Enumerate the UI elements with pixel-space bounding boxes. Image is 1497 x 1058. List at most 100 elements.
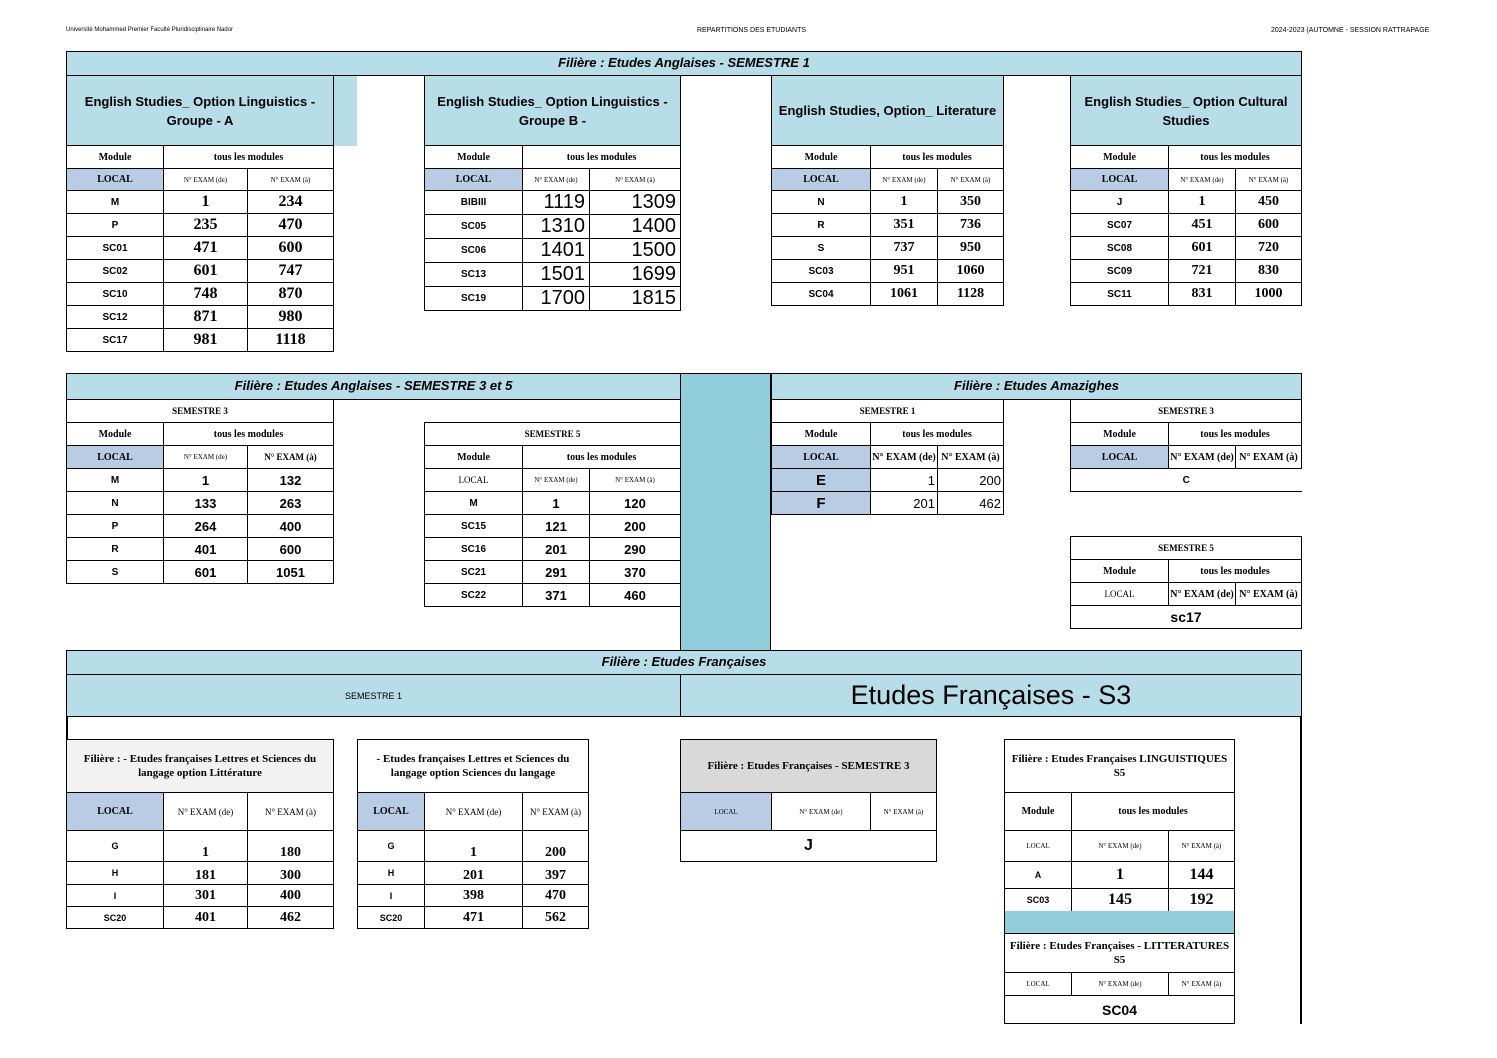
exam-to-label: N° EXAM (à) <box>937 445 1004 469</box>
table-cell: 235 <box>163 213 248 237</box>
table-cell: 1699 <box>589 262 681 287</box>
table-cell: 562 <box>522 906 589 929</box>
table-cell: SC04 <box>1004 995 1235 1024</box>
table-row: sc17 <box>1070 605 1302 629</box>
table-cell: 951 <box>870 259 938 283</box>
table-cell: SC13 <box>424 262 523 287</box>
module-label: Module <box>424 445 523 469</box>
table-cell: 351 <box>870 213 938 237</box>
sem5-title: SEMESTRE 5 <box>424 422 681 446</box>
table-cell: 471 <box>163 236 248 260</box>
table-cell: 1000 <box>1235 282 1302 306</box>
am-sem3-title: SEMESTRE 3 <box>1070 399 1302 423</box>
am-sem5-title: SEMESTRE 5 <box>1070 536 1302 560</box>
local-label: LOCAL <box>1070 168 1169 191</box>
table-cell: SC20 <box>357 906 425 929</box>
table-cell: 1 <box>163 468 248 492</box>
fr-sem1-bar: SEMESTRE 1 <box>66 674 681 717</box>
table-cell: 871 <box>163 305 248 329</box>
local-label: LOCAL <box>771 445 871 469</box>
exam-from-label: N° EXAM (de) <box>870 168 938 191</box>
table-cell: 401 <box>163 906 248 929</box>
table-cell: 460 <box>589 583 681 607</box>
local-label: LOCAL <box>424 168 523 191</box>
table-cell: SC21 <box>424 560 523 584</box>
local-label: LOCAL <box>1004 972 1072 996</box>
table-cell: 301 <box>163 884 248 907</box>
fr-s3-title: Filière : Etudes Françaises - SEMESTRE 3 <box>680 739 937 793</box>
s1-fill <box>333 76 357 146</box>
table-cell: 291 <box>522 560 590 584</box>
table-cell: sc17 <box>1070 605 1302 629</box>
table-cell: 451 <box>1168 213 1236 237</box>
table-cell: E <box>771 468 871 492</box>
module-label: Module <box>66 422 164 446</box>
table-cell: 830 <box>1235 259 1302 283</box>
table-cell: I <box>66 884 164 907</box>
table-cell: 120 <box>589 491 681 515</box>
table-cell: 397 <box>522 861 589 885</box>
ling-a-title: English Studies_ Option Linguistics -Gro… <box>66 75 334 146</box>
local-label: LOCAL <box>66 792 164 831</box>
table-cell: 600 <box>1235 213 1302 237</box>
local-label: LOCAL <box>357 792 425 831</box>
table-cell: M <box>424 491 523 515</box>
exam-from-label: N° EXAM (de) <box>163 168 248 191</box>
table-cell: 470 <box>522 884 589 907</box>
all-modules-label: tous les modules <box>163 145 334 169</box>
table-cell: 831 <box>1168 282 1236 306</box>
exam-to-label: N° EXAM (à) <box>247 792 334 831</box>
fr-litt5-title: Filière : Etudes Françaises - LITTERATUR… <box>1004 933 1235 973</box>
table-cell: SC10 <box>66 282 164 306</box>
table-cell: 1051 <box>247 560 334 584</box>
table-cell: SC08 <box>1070 236 1169 260</box>
module-label: Module <box>66 145 164 169</box>
table-cell: 1 <box>522 491 590 515</box>
table-cell: 1 <box>870 468 938 492</box>
module-label: Module <box>771 145 871 169</box>
table-cell: SC16 <box>424 537 523 561</box>
table-cell: SC03 <box>771 259 871 283</box>
table-cell: S <box>771 236 871 260</box>
table-cell: 980 <box>247 305 334 329</box>
table-cell: 1700 <box>522 286 590 311</box>
table-cell: 1 <box>163 190 248 214</box>
table-cell: 981 <box>163 328 248 352</box>
fr-right-border <box>1300 716 1302 1024</box>
session-label: 2024-2023 (AUTOMNE - SESSION RATTRAPAGE <box>1271 27 1430 34</box>
cult-title: English Studies_ Option Cultural Studies <box>1070 75 1302 146</box>
table-cell: 121 <box>522 514 590 538</box>
exam-from-label: N° EXAM (de) <box>163 445 248 469</box>
table-cell: 264 <box>163 514 248 538</box>
table-cell: I <box>357 884 425 907</box>
table-cell: 133 <box>163 491 248 515</box>
table-cell: 1 <box>870 190 938 214</box>
table-cell: 1 <box>1071 861 1169 889</box>
table-cell: 748 <box>163 282 248 306</box>
exam-from-label: N° EXAM (de) <box>1168 445 1236 469</box>
table-cell: J <box>680 830 937 862</box>
local-label: LOCAL <box>771 168 871 191</box>
table-cell: SC11 <box>1070 282 1169 306</box>
table-cell: SC06 <box>424 238 523 263</box>
